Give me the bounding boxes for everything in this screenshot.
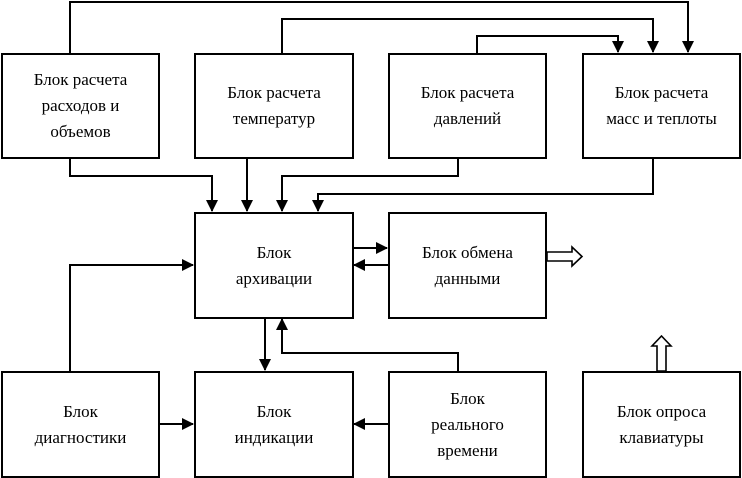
block-flow-calculation: Блок расчета расходов и объемов [1,53,160,159]
block-label-line: Блок опроса [616,401,707,421]
block-label-line: Блок расчета [33,70,128,89]
wire-pressure-to-mass-heat [476,35,624,53]
block-real-time: Блок реального времени [388,371,547,478]
block-label-line: данными [434,268,501,288]
block-data-exchange: Блок обмена данными [388,212,547,319]
block-label-line: масс и теплоты [606,109,717,128]
block-label-line: температур [232,109,316,128]
wire-temperature-to-mass-heat [281,18,659,53]
block-label-line: Блок [256,401,292,421]
block-label-line: Блок обмена [422,242,513,262]
block-label-line: Блок расчета [227,83,321,102]
block-label-line: клавиатуры [619,427,704,447]
block-label-line: архивации [235,268,313,288]
block-keyboard-polling: Блок опроса клавиатуры [582,371,741,478]
block-label-line: Блок [450,388,485,408]
block-pressure-calculation: Блок расчета давлений [388,53,547,159]
block-diagnostics: Блок диагностики [1,371,160,478]
block-label-line: диагностики [34,427,127,447]
block-label-line: Блок [256,242,292,262]
block-label-line: расходов и [41,96,120,115]
wire-mass-heat-to-archive [312,158,654,212]
block-archive: Блок архивации [194,212,354,319]
block-label-line: индикации [234,427,314,447]
block-label-line: Блок расчета [420,83,515,102]
wire-pressure-to-archive [276,158,459,212]
block-label-line: реального [431,414,504,434]
block-mass-heat-calculation: Блок расчета масс и теплоты [582,53,741,159]
block-label-line: Блок [63,401,98,421]
block-label-line: объемов [50,122,111,141]
wire-realtime-to-archive [276,318,459,371]
hollow-arrow-keyboard-out [650,334,673,372]
block-label-line: времени [437,440,498,460]
block-indication: Блок индикации [194,371,354,478]
block-temperature-calculation: Блок расчета температур [194,53,354,159]
wire-flow-to-archive [69,158,218,212]
wire-diagnostics-to-archive [69,259,194,371]
hollow-arrow-exchange-out [546,245,584,268]
block-label-line: давлений [433,109,502,128]
wire-flow-to-mass-heat [69,1,694,53]
block-label-line: Блок расчета [614,83,709,102]
